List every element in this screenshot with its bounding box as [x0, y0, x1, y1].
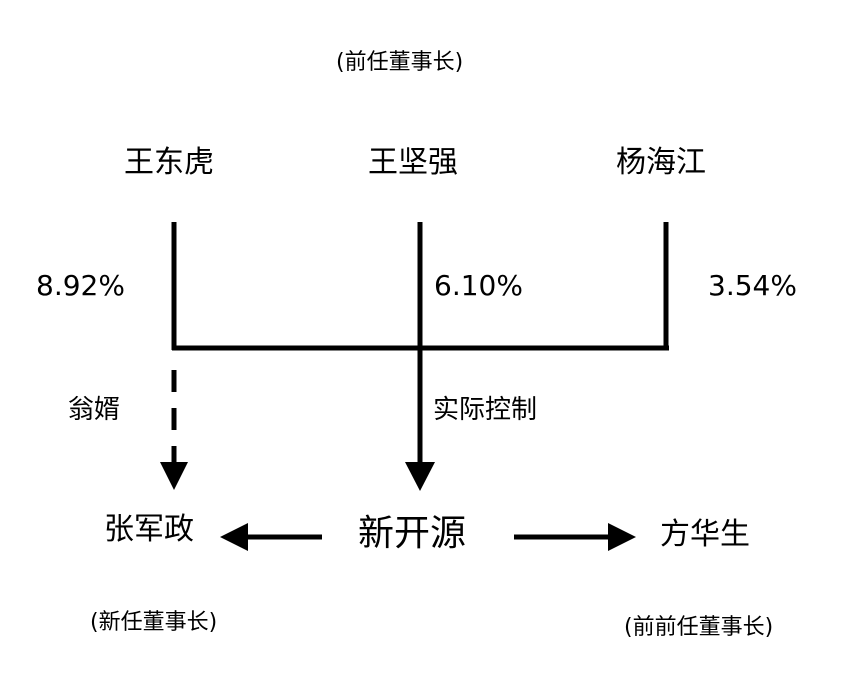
- arrowhead-left: [220, 523, 248, 551]
- arrowhead-control: [405, 462, 435, 491]
- right-note: (前前任董事长): [624, 615, 774, 640]
- shareholder-percent-1: 8.92%: [36, 269, 125, 302]
- shareholder-percent-3: 3.54%: [708, 269, 797, 302]
- arrowhead-right: [608, 523, 636, 551]
- shareholder-name-3: 杨海江: [616, 145, 706, 180]
- shareholder-percent-2: 6.10%: [434, 269, 523, 302]
- shareholder-name-1: 王东虎: [124, 145, 214, 180]
- left-name: 张军政: [104, 512, 194, 547]
- top-note: (前任董事长): [336, 50, 464, 75]
- company-name: 新开源: [358, 513, 467, 554]
- relation-actual-control: 实际控制: [433, 395, 538, 425]
- left-note: (新任董事长): [90, 610, 218, 635]
- relation-son-in-law: 翁婿: [68, 395, 121, 425]
- right-name: 方华生: [660, 517, 750, 552]
- arrowhead-son-in-law: [160, 462, 188, 490]
- shareholder-name-2: 王坚强: [368, 145, 458, 180]
